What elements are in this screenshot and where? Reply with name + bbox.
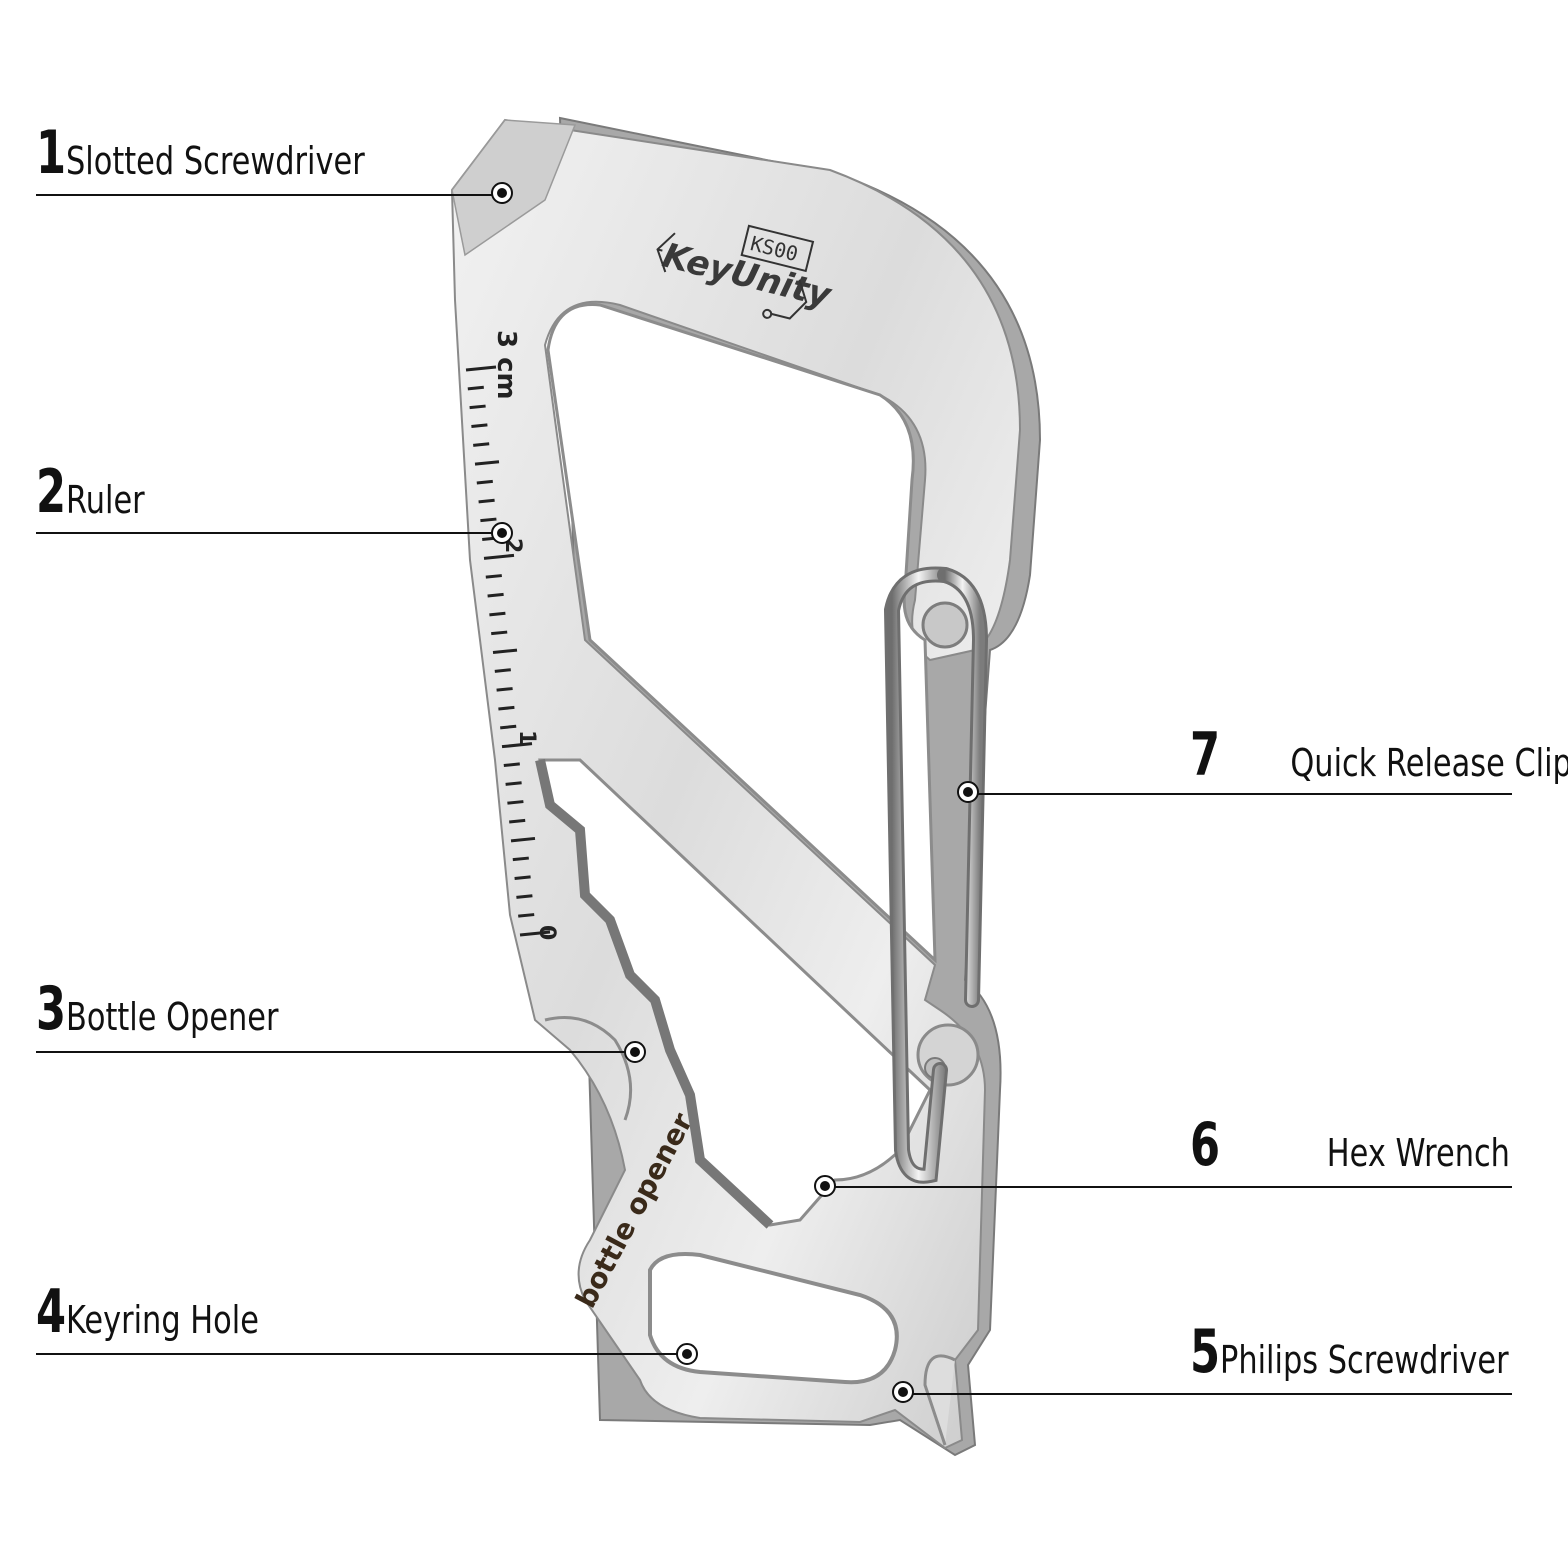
ruler-tick [473,442,490,447]
ruler-tick [500,724,517,730]
callout-number: 6 [1190,1110,1221,1180]
ruler-tick-label-1: 1 [514,730,539,745]
callout-label: Slotted Screwdriver [65,139,365,183]
ruler-tick [483,553,515,560]
ruler-tick-label-0: 0 [534,925,559,940]
ruler-tick [509,818,526,824]
callout-number: 1 [36,118,67,188]
ruler-tick [480,517,497,523]
ruler-tick [514,875,531,880]
ruler-tick [496,687,513,692]
ruler-label-3cm: 3 cm [491,330,521,400]
bottle-opener-notch [544,1016,633,1121]
leader-dot-2 [497,528,507,538]
ruler-tick [510,836,536,843]
quick-release-wire [883,566,989,1184]
ruler-tick [474,460,500,466]
callout-number: 5 [1190,1317,1221,1387]
upper-opening [546,303,937,964]
ruler-tick [516,894,533,899]
ruler-tick [491,630,508,636]
callout-number: 2 [36,457,67,527]
callout-number: 3 [36,974,67,1044]
ruler-tick [476,479,493,485]
ruler-tick [503,762,520,767]
ruler-tick [467,385,484,391]
callout-number: 7 [1190,720,1221,790]
ruler-tick [494,668,511,673]
ruler-tick [505,781,522,786]
philips-notch [923,1354,956,1446]
callout-label: Quick Release Clip [1290,741,1568,785]
ruler-tick [469,404,486,410]
callout-label: Philips Screwdriver [1219,1338,1509,1382]
callout-label: Hex Wrench [1326,1131,1510,1175]
callout-bottle-opener: 3 Bottle Opener [36,979,331,1039]
ruler-tick [471,423,488,428]
callout-leaders [36,182,1512,1403]
callout-hex-wrench: 6 Hex Wrench [1190,1115,1510,1175]
callout-philips-screwdriver: 5 Philips Screwdriver [1190,1322,1568,1382]
ruler-tick [487,592,504,598]
ruler-tick [478,498,495,504]
ruler-tick [465,365,497,372]
leader-dot-6 [820,1181,830,1191]
ruler-ticks [465,365,551,937]
callout-ruler: 2 Ruler [36,462,164,522]
ruler-tick [489,611,506,617]
ruler-tick [501,742,533,749]
leader-dot-1 [497,188,507,198]
ruler-tick [518,913,535,918]
callout-number: 4 [36,1277,67,1347]
serrated-edge [535,758,774,1229]
callout-slotted-screwdriver: 1 Slotted Screwdriver [36,123,439,183]
keyring-hole [648,1252,899,1385]
ruler-tick [507,800,524,805]
callout-keyring-hole: 4 Keyring Hole [36,1282,307,1342]
callout-label: Ruler [65,478,145,522]
callout-label: Bottle Opener [65,995,279,1039]
callout-label: Keyring Hole [65,1298,259,1342]
leader-dot-3 [630,1047,640,1057]
leader-dot-5 [898,1387,908,1397]
ruler-tick [498,705,515,711]
leader-dot-7 [963,787,973,797]
callout-quick-release-clip: 7 Quick Release Clip [1190,720,1568,790]
screwdriver-bevel [451,119,577,257]
ruler-tick [519,930,551,937]
ruler-tick [485,574,502,579]
leader-dot-4 [682,1349,692,1359]
pivot-boss [916,1023,980,1087]
ruler-tick [512,856,529,862]
ruler-tick [492,648,518,654]
